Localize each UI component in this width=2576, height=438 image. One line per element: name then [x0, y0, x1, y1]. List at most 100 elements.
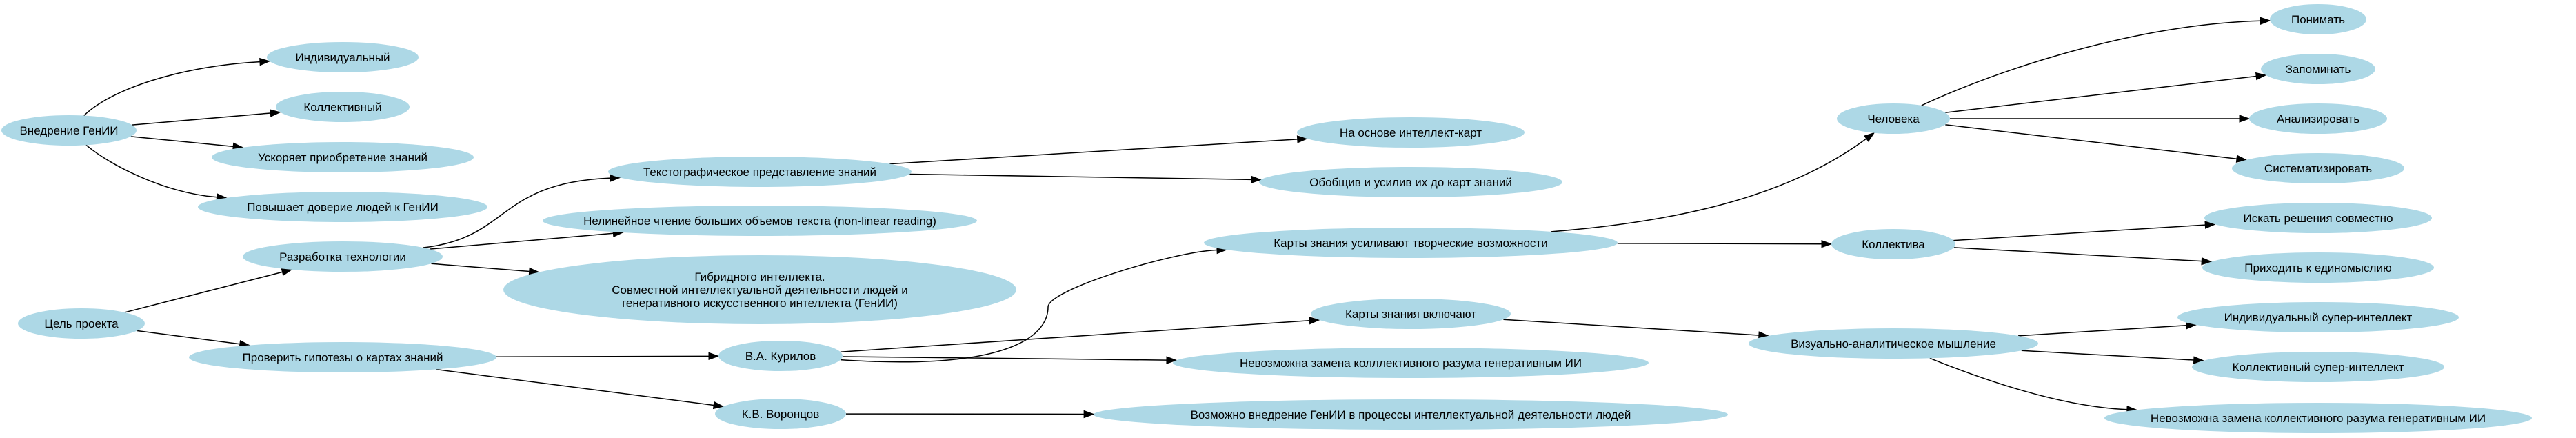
- node-ellipse: [2204, 203, 2432, 233]
- node-label: Человека: [1867, 112, 1920, 126]
- diagram-node-proverit: Проверить гипотезы о картах знаний: [189, 342, 496, 372]
- node-label: Разработка технологии: [279, 250, 406, 263]
- node-ellipse: [1297, 117, 1525, 148]
- edge-line: [1953, 247, 2202, 262]
- diagram-edge-cheloveka-to-zapominat: [1945, 72, 2267, 113]
- edge-line: [496, 355, 710, 358]
- arrowhead-icon: [2260, 17, 2271, 25]
- diagram-node-voroncov: К.В. Воронцов: [715, 399, 846, 429]
- diagram-node-obobshiv: Обобщив и усилив их до карт знаний: [1259, 167, 1562, 197]
- node-label: Индивидуальный: [295, 51, 390, 64]
- diagram-node-uskoryaet: Ускоряет приобретение знаний: [212, 142, 474, 172]
- node-label: Карты знания включают: [1345, 308, 1476, 321]
- node-label: Коллективный супер-интеллект: [2233, 361, 2404, 374]
- edge-line: [1929, 357, 2127, 410]
- edge-line: [889, 139, 1298, 165]
- diagram-edge-vnedrenie-to-uskoryaet: [130, 136, 244, 151]
- diagram-edge-proverit-to-kurilov: [496, 352, 720, 361]
- diagram-node-indsuper: Индивидуальный супер-интеллект: [2177, 302, 2459, 332]
- node-ellipse: [1, 115, 137, 146]
- edge-line: [1921, 20, 2261, 106]
- edge-line: [431, 263, 530, 272]
- node-ellipse: [1094, 399, 1728, 430]
- node-label: Невозможна замена колллективного разума …: [1240, 357, 1582, 370]
- diagram-node-kollektiv: Коллективный: [276, 92, 410, 122]
- arrowhead-icon: [2204, 221, 2216, 229]
- diagram-node-gibrid: Гибридного интеллекта.Совместной интелле…: [503, 255, 1016, 324]
- diagram-edge-cheloveka-to-analiz: [1950, 115, 2251, 123]
- node-ellipse: [608, 157, 912, 187]
- diagram-edge-proverit-to-voroncov: [436, 368, 725, 410]
- node-ellipse: [1204, 228, 1618, 258]
- node-ellipse: [715, 399, 846, 429]
- diagram-node-kartyusil: Карты знания усиливают творческие возмож…: [1204, 228, 1618, 258]
- edge-line: [2021, 350, 2194, 361]
- diagram-edge-cheloveka-to-sistemat: [1945, 124, 2248, 163]
- diagram-node-nevozm2: Невозможна замена коллективного разума г…: [2104, 403, 2532, 433]
- node-label: Возможно внедрение ГенИИ в процессы инте…: [1191, 408, 1631, 421]
- node-ellipse: [1173, 348, 1649, 378]
- node-ellipse: [2232, 153, 2404, 183]
- node-ellipse: [1259, 167, 1562, 197]
- node-ellipse: [18, 308, 145, 339]
- diagram-edge-tekstograf-to-obobshiv: [909, 173, 1262, 184]
- diagram-edges: [83, 17, 2271, 419]
- node-ellipse: [1311, 299, 1511, 329]
- arrowhead-icon: [1251, 175, 1262, 184]
- node-label: Ускоряет приобретение знаний: [258, 151, 427, 164]
- node-label: К.В. Воронцов: [742, 408, 820, 421]
- edge-line: [130, 136, 234, 148]
- diagram-edge-kollektiva-to-prihodit: [1953, 247, 2213, 266]
- edge-line: [85, 144, 217, 198]
- edge-line: [83, 61, 260, 117]
- diagram-node-nevozm1: Невозможна замена колллективного разума …: [1173, 348, 1649, 378]
- node-label: Цель проекта: [44, 317, 119, 330]
- node-label: Невозможна замена коллективного разума г…: [2151, 412, 2486, 425]
- arrowhead-icon: [1166, 356, 1178, 364]
- edge-line: [423, 177, 611, 248]
- arrowhead-icon: [1296, 135, 1309, 143]
- node-label: Гибридного интеллекта.: [694, 270, 825, 283]
- node-ellipse: [212, 142, 474, 172]
- diagram-node-vizual: Визуально-аналитическое мышление: [1749, 328, 2038, 359]
- diagram-node-nelineynoe: Нелинейное чтение больших объемов текста…: [543, 206, 977, 236]
- node-ellipse: [189, 342, 496, 372]
- diagram-edge-vnedrenie-to-povyshaet: [85, 144, 228, 201]
- node-ellipse: [198, 192, 487, 222]
- edge-line: [1503, 319, 1759, 336]
- edge-line: [840, 320, 1310, 352]
- edge-line: [1945, 75, 2257, 113]
- node-label: Внедрение ГенИИ: [19, 124, 118, 137]
- node-ellipse: [267, 42, 419, 72]
- diagram-node-analiz: Анализировать: [2249, 103, 2387, 134]
- node-ellipse: [2192, 352, 2444, 382]
- diagram-node-razrabotka: Разработка технологии: [243, 241, 443, 272]
- diagram-node-cel: Цель проекта: [18, 308, 145, 339]
- arrowhead-icon: [708, 352, 720, 361]
- edge-line: [1551, 138, 1867, 232]
- diagram-node-kollektiva: Коллектива: [1831, 229, 1955, 259]
- diagram-node-sistemat: Систематизировать: [2232, 153, 2404, 183]
- diagram-node-kurilov: В.А. Курилов: [718, 341, 843, 371]
- node-label: Запоминать: [2286, 63, 2351, 76]
- node-label: Повышает доверие людей к ГенИИ: [247, 201, 439, 214]
- node-label: Систематизировать: [2264, 162, 2372, 175]
- node-ellipse: [2270, 4, 2366, 34]
- diagram-edge-kartyvkl-to-vizual: [1503, 319, 1770, 339]
- diagram-edge-kurilov-to-nevozm1: [842, 356, 1178, 364]
- diagram-edge-kartyusil-to-kollektiva: [1617, 239, 1833, 248]
- diagram-node-cheloveka: Человека: [1837, 103, 1950, 134]
- arrowhead-icon: [281, 268, 293, 277]
- node-ellipse: [2177, 302, 2459, 332]
- diagram-node-iskat: Искать решения совместно: [2204, 203, 2432, 233]
- node-ellipse: [1831, 229, 1955, 259]
- node-label: Коллективный: [303, 101, 381, 114]
- node-label: Нелинейное чтение больших объемов текста…: [583, 215, 936, 228]
- node-label: Текстографическое представление знаний: [643, 166, 876, 179]
- node-label: Обобщив и усилив их до карт знаний: [1309, 176, 1512, 189]
- edge-line: [124, 271, 283, 313]
- diagram-node-zapominat: Запоминать: [2261, 54, 2375, 84]
- diagram-node-naosnove: На основе интеллект-карт: [1297, 117, 1525, 148]
- node-ellipse: [543, 206, 977, 236]
